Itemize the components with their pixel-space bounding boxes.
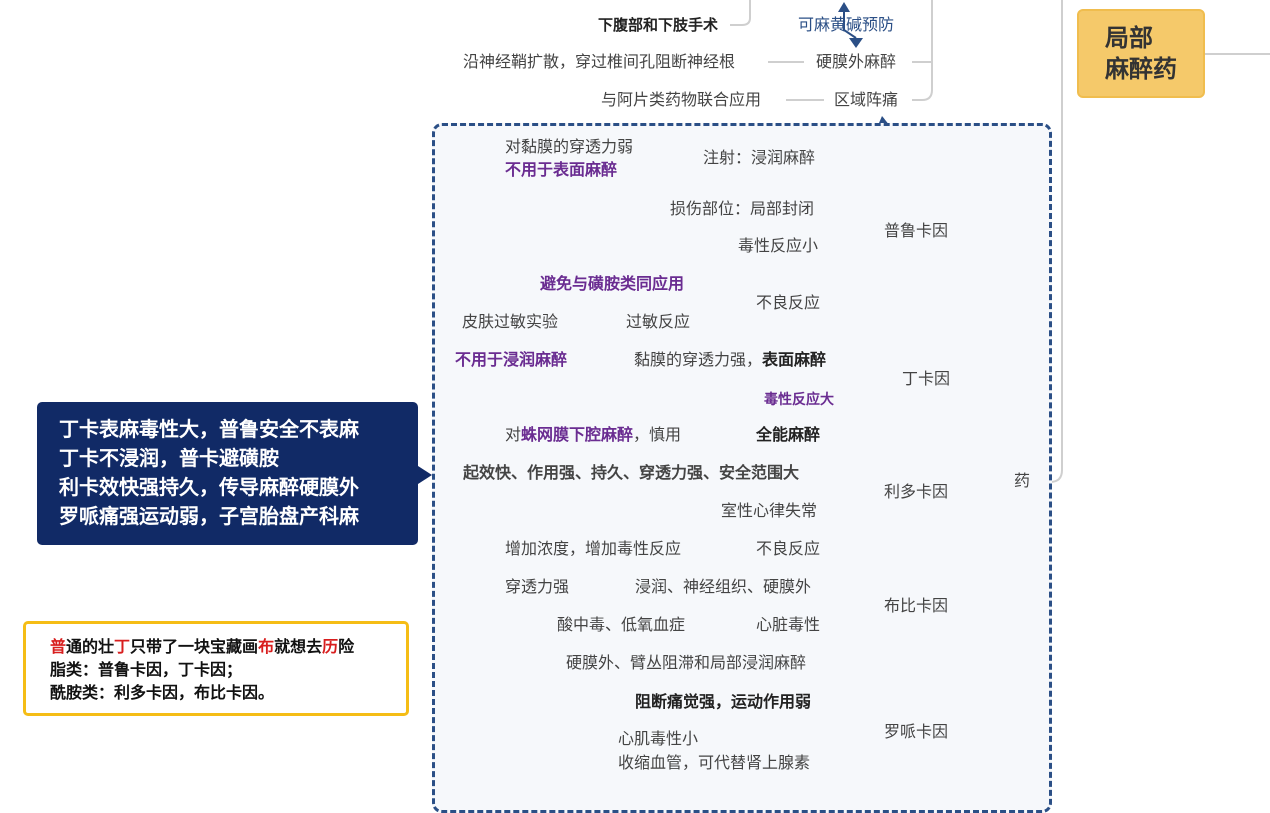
root-node-local-anesthetics[interactable]: 局部 麻醉药 xyxy=(1077,9,1205,98)
lidocaine-conc: 增加浓度，增加毒性反应 xyxy=(505,541,682,558)
ropivacaine-uses: 硬膜外、臂丛阻滞和局部浸润麻醉 xyxy=(566,655,807,672)
procaine-adverse: 不良反应 xyxy=(756,295,821,312)
node-nerve-root: 沿神经鞘扩散，穿过椎间孔阻断神经根 xyxy=(463,54,736,71)
tetracaine-high-tox: 毒性反应大 xyxy=(764,391,834,407)
callout-line-4: 罗哌痛强运动弱，子宫胎盘产科麻 xyxy=(59,506,359,528)
node-ephedrine: 可麻黄碱预防 xyxy=(798,17,895,34)
root-title-line1: 局部 xyxy=(1105,25,1153,52)
node-tetracaine[interactable]: 丁卡因 xyxy=(902,371,951,388)
node-procaine[interactable]: 普鲁卡因 xyxy=(884,223,949,240)
node-epidural: 硬膜外麻醉 xyxy=(816,54,897,71)
lidocaine-all-round: 全能麻醉 xyxy=(756,427,821,444)
node-ropivacaine[interactable]: 罗哌卡因 xyxy=(884,724,949,741)
bupivacaine-penetration: 穿透力强 xyxy=(505,579,570,596)
memo-esters: 脂类：普鲁卡因，丁卡因； xyxy=(50,662,243,679)
node-opioid: 与阿片类药物联合应用 xyxy=(601,92,762,109)
lidocaine-fast: 起效快、作用强、持久、穿透力强、安全范围大 xyxy=(463,465,800,482)
callout-line-1: 丁卡表麻毒性大，普鲁安全不表麻 xyxy=(59,419,359,441)
memo-amides: 酰胺类：利多卡因，布比卡因。 xyxy=(50,685,275,702)
bupivacaine-acidosis: 酸中毒、低氧血症 xyxy=(557,617,686,634)
tetracaine-mucosa-strong: 黏膜的穿透力强，表面麻醉 xyxy=(634,352,827,369)
node-regional-analgesia: 区域阵痛 xyxy=(834,92,899,109)
procaine-not-surface: 不用于表面麻醉 xyxy=(505,162,618,179)
ropivacaine-pain-block: 阻断痛觉强，运动作用弱 xyxy=(635,694,812,711)
ropivacaine-low-myo: 心肌毒性小 xyxy=(618,731,699,748)
bupivacaine-uses: 浸润、神经组织、硬膜外 xyxy=(635,579,812,596)
node-bupivacaine[interactable]: 布比卡因 xyxy=(884,598,949,615)
callout-line-2: 丁卡不浸润，普卡避磺胺 xyxy=(59,448,279,470)
tetracaine-not-infiltration: 不用于浸润麻醉 xyxy=(455,352,568,369)
procaine-skin-test: 皮肤过敏实验 xyxy=(462,314,559,331)
drug-group-box xyxy=(432,123,1052,813)
procaine-low-tox: 毒性反应小 xyxy=(738,238,819,255)
classification-memo: 普通的壮丁只带了一块宝藏画布就想去历险 脂类：普鲁卡因，丁卡因； 酰胺类：利多卡… xyxy=(23,621,409,716)
root-title-line2: 麻醉药 xyxy=(1105,56,1177,83)
procaine-mucosa-weak: 对黏膜的穿透力弱 xyxy=(505,139,634,156)
procaine-injury: 损伤部位：局部封闭 xyxy=(670,201,815,218)
callout-line-3: 利卡效快强持久，传导麻醉硬膜外 xyxy=(59,477,359,499)
node-lidocaine[interactable]: 利多卡因 xyxy=(884,484,949,501)
lidocaine-subarachnoid: 对蛛网膜下腔麻醉，慎用 xyxy=(505,427,682,444)
procaine-injection: 注射：浸润麻醉 xyxy=(703,150,816,167)
ropivacaine-vaso: 收缩血管，可代替肾上腺素 xyxy=(618,755,811,772)
node-drugs: 药 xyxy=(1014,473,1031,490)
mnemonic-callout: 丁卡表麻毒性大，普鲁安全不表麻 丁卡不浸润，普卡避磺胺 利卡效快强持久，传导麻醉… xyxy=(37,402,418,545)
procaine-avoid-sulfa: 避免与磺胺类同应用 xyxy=(540,276,685,293)
lidocaine-adverse: 不良反应 xyxy=(756,541,821,558)
node-lower-surgery: 下腹部和下肢手术 xyxy=(598,17,719,34)
procaine-allergy: 过敏反应 xyxy=(626,314,691,331)
memo-mnemonic: 普通的壮丁只带了一块宝藏画布就想去历险 xyxy=(50,639,355,656)
callout-pointer xyxy=(418,466,432,484)
bupivacaine-cardiotox: 心脏毒性 xyxy=(756,617,821,634)
lidocaine-arrhythmia: 室性心律失常 xyxy=(721,503,818,520)
